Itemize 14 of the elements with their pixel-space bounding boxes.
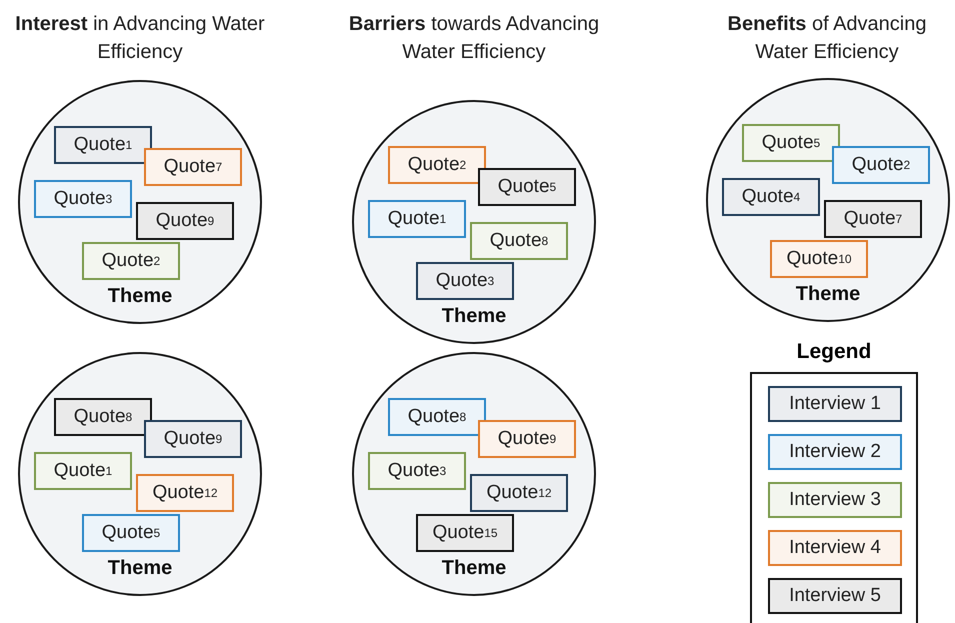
legend-text: Interview 5 (789, 585, 881, 607)
theme-label: Theme (796, 283, 860, 306)
legend-text: Interview 2 (789, 441, 881, 463)
legend-text: Interview 4 (789, 537, 881, 559)
legend-text: Interview 1 (789, 393, 881, 415)
column-heading: Interest in Advancing Water Efficiency (15, 12, 265, 65)
theme-label: Theme (108, 557, 172, 580)
column-heading: Barriers towards Advancing Water Efficiency (348, 12, 600, 65)
legend-title: Legend (796, 340, 872, 364)
theme-label: Theme (442, 305, 506, 328)
theme-label: Theme (442, 557, 506, 580)
legend-text: Interview 3 (789, 489, 881, 511)
theme-label: Theme (108, 285, 172, 308)
column-heading: Benefits of Advancing Water Efficiency (726, 12, 928, 65)
